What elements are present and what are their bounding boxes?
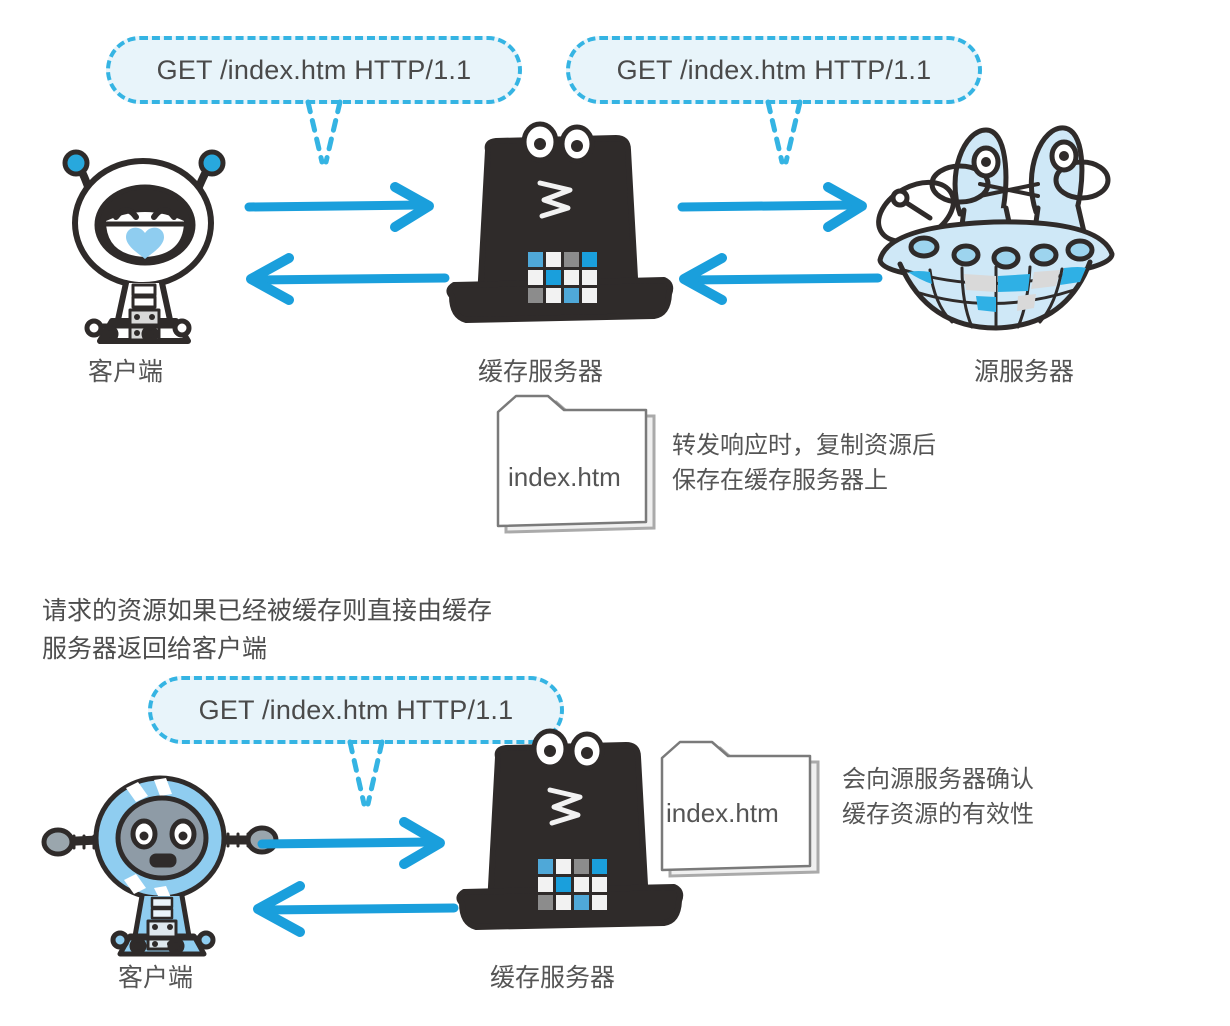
speech-bubble-tail-bottom: [347, 739, 385, 807]
file-folder-bottom-label: index.htm: [666, 798, 779, 828]
arrow-client-to-cache: [244, 182, 434, 232]
label-client-top: 客户端: [88, 357, 164, 386]
speech-bubble-client-request: GET /index.htm HTTP/1.1: [106, 36, 522, 104]
note-line: 会向源服务器确认: [842, 765, 1034, 793]
file-folder-top: [496, 394, 656, 534]
speech-bubble-cache-request: GET /index.htm HTTP/1.1: [566, 36, 982, 104]
speech-bubble-tail-left: [305, 99, 343, 165]
speech-bubble-text: GET /index.htm HTTP/1.1: [156, 54, 472, 85]
client-robot-figure: [62, 149, 226, 344]
speech-bubble-client-request-bottom: GET /index.htm HTTP/1.1: [148, 676, 564, 744]
label-origin-server: 源服务器: [974, 357, 1075, 386]
note-line: 请求的资源如果已经被缓存则直接由缓存: [42, 596, 493, 625]
zigzag-mouth-icon: [537, 180, 573, 219]
middle-explanation: 请求的资源如果已经被缓存则直接由缓存 服务器返回给客户端: [42, 592, 492, 667]
speech-bubble-text: GET /index.htm HTTP/1.1: [198, 694, 514, 725]
note-line: 服务器返回给客户端: [42, 633, 268, 663]
file-folder-top-label: index.htm: [508, 462, 621, 492]
note-line: 保存在缓存服务器上: [672, 465, 888, 494]
client-robot-feet-bottom: [110, 930, 216, 955]
origin-server-figure: [876, 125, 1115, 331]
note-line: 缓存资源的有效性: [842, 799, 1034, 828]
arrow-cache-to-client-bottom: [253, 881, 459, 937]
label-cache-server-bottom: 缓存服务器: [490, 963, 616, 992]
label-client-bottom: 客户端: [118, 963, 194, 992]
file-folder-bottom: [660, 740, 820, 878]
note-cache-store: 转发响应时，复制资源后 保存在缓存服务器上: [672, 428, 936, 498]
cache-grid-icon: [538, 859, 607, 910]
heart-icon: [126, 227, 164, 259]
client-robot-figure-bottom: [41, 775, 279, 957]
cache-server-figure: [446, 121, 674, 323]
client-robot-feet: [84, 318, 192, 343]
arrow-origin-to-cache: [679, 253, 883, 305]
label-cache-server-top: 缓存服务器: [478, 357, 604, 386]
note-line: 转发响应时，复制资源后: [672, 431, 936, 459]
zigzag-mouth-icon: [547, 787, 583, 826]
arrow-client-to-cache-bottom: [257, 817, 445, 869]
cache-server-figure-bottom: [456, 728, 684, 930]
arrow-cache-to-origin: [677, 182, 867, 232]
cache-grid-icon: [528, 252, 597, 303]
arrow-cache-to-client: [246, 253, 450, 305]
speech-bubble-text: GET /index.htm HTTP/1.1: [616, 54, 932, 85]
note-revalidate: 会向源服务器确认 缓存资源的有效性: [842, 762, 1034, 832]
speech-bubble-tail-right: [765, 99, 803, 165]
